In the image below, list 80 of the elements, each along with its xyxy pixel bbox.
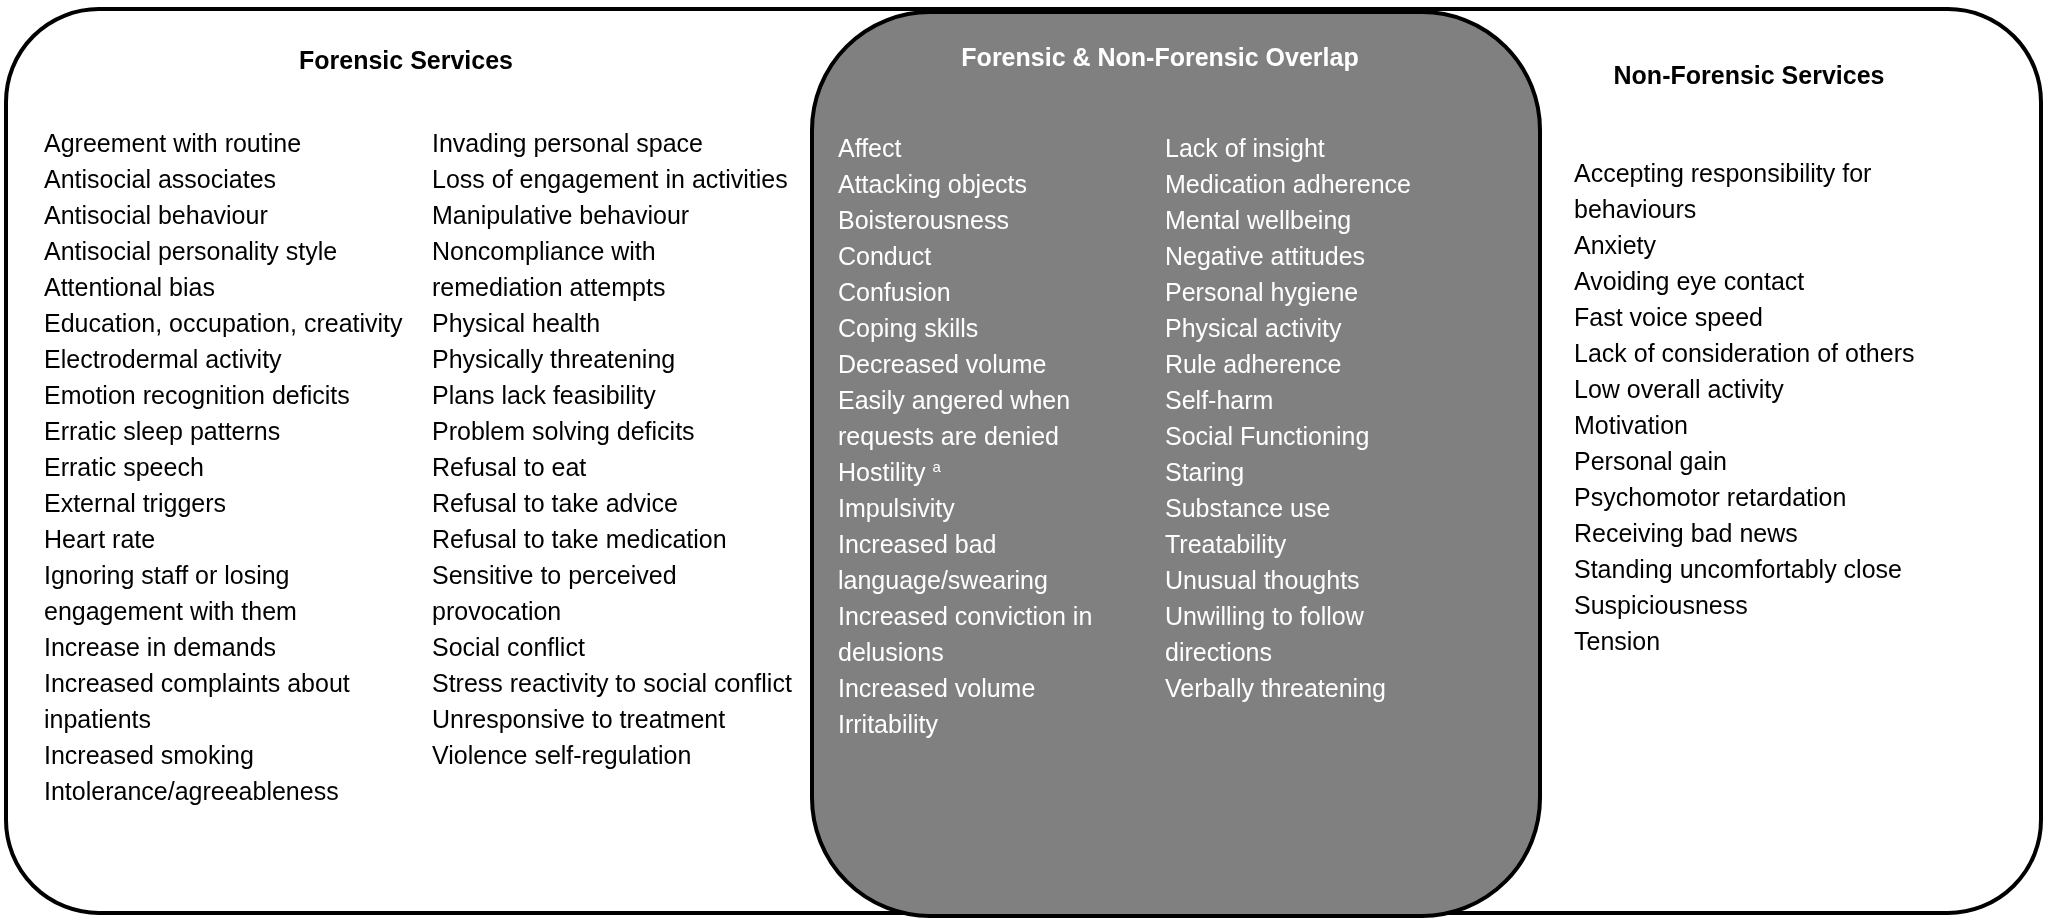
list-item: Problem solving deficits xyxy=(432,416,696,447)
list-item: Agreement with routine xyxy=(44,128,303,159)
list-item: Verbally threatening xyxy=(1165,673,1387,704)
list-item: Hostility $^{a}$ xyxy=(838,456,942,488)
list-item: Mental wellbeing xyxy=(1165,205,1353,236)
list-item: Fast voice speed xyxy=(1574,302,1764,333)
list-item: Increased complaints about inpatients xyxy=(44,668,351,735)
list-item: Increased smoking xyxy=(44,740,255,771)
list-item: Education, occupation, creativity xyxy=(44,308,404,339)
list-item: Medication adherence xyxy=(1165,169,1412,200)
list-item: Staring xyxy=(1165,457,1246,488)
list-item: Violence self-regulation xyxy=(432,740,693,771)
list-item: Erratic speech xyxy=(44,452,205,483)
list-item: Accepting responsibility for behaviours xyxy=(1574,158,1873,225)
list-item: Invading personal space xyxy=(432,128,705,159)
list-item: Easily angered when requests are denied xyxy=(838,385,1072,452)
list-item: Receiving bad news xyxy=(1574,518,1799,549)
list-item: Ignoring staff or losing engagement with them xyxy=(44,560,298,627)
list-item: Anxiety xyxy=(1574,230,1657,261)
list-item: External triggers xyxy=(44,488,228,519)
list-item: Refusal to take medication xyxy=(432,524,728,555)
list-item: Unwilling to follow directions xyxy=(1165,601,1365,668)
list-item: Emotion recognition deficits xyxy=(44,380,351,411)
list-item: Loss of engagement in activities xyxy=(432,164,789,195)
list-item: Physical health xyxy=(432,308,602,339)
list-item: Standing uncomfortably close xyxy=(1574,554,1903,585)
list-item: Rule adherence xyxy=(1165,349,1343,380)
list-item: Coping skills xyxy=(838,313,980,344)
list-item: Refusal to take advice xyxy=(432,488,679,519)
list-item: Conduct xyxy=(838,241,933,272)
list-item: Increase in demands xyxy=(44,632,278,663)
section-heading: Forensic Services xyxy=(299,45,513,76)
list-item: Suspiciousness xyxy=(1574,590,1749,621)
list-item: Lack of insight xyxy=(1165,133,1326,164)
list-item: Noncompliance with remediation attempts xyxy=(432,236,667,303)
list-item: Plans lack feasibility xyxy=(432,380,657,411)
list-item: Decreased volume xyxy=(838,349,1048,380)
list-item: Personal gain xyxy=(1574,446,1728,477)
list-item: Sensitive to perceived provocation xyxy=(432,560,678,627)
list-item: Negative attitudes xyxy=(1165,241,1367,272)
list-item: Intolerance/agreeableness xyxy=(44,776,340,807)
list-item: Psychomotor retardation xyxy=(1574,482,1848,513)
list-item: Unresponsive to treatment xyxy=(432,704,727,735)
list-item: Social Functioning xyxy=(1165,421,1371,452)
list-item: Increased bad language/swearing xyxy=(838,529,1049,596)
list-item: Stress reactivity to social conflict xyxy=(432,668,792,699)
list-item: Motivation xyxy=(1574,410,1689,441)
list-item: Unusual thoughts xyxy=(1165,565,1361,596)
section-heading: Non-Forensic Services xyxy=(1613,60,1885,91)
list-item: Increased volume xyxy=(838,673,1037,704)
list-item: Affect xyxy=(838,133,903,164)
list-item: Lack of consideration of others xyxy=(1574,338,1916,369)
list-item: Self-harm xyxy=(1165,385,1275,416)
list-item: Treatability xyxy=(1165,529,1288,560)
list-item: Refusal to eat xyxy=(432,452,588,483)
list-item: Physically threatening xyxy=(432,344,677,375)
list-item: Antisocial personality style xyxy=(44,236,339,267)
section-heading: Forensic & Non-Forensic Overlap xyxy=(961,42,1359,73)
list-item: Increased conviction in delusions xyxy=(838,601,1094,668)
list-item: Tension xyxy=(1574,626,1662,657)
list-item: Avoiding eye contact xyxy=(1574,266,1806,297)
list-item: Manipulative behaviour xyxy=(432,200,691,231)
list-item: Boisterousness xyxy=(838,205,1010,236)
list-item: Attentional bias xyxy=(44,272,216,303)
list-item: Confusion xyxy=(838,277,952,308)
list-item: Antisocial behaviour xyxy=(44,200,269,231)
list-item: Attacking objects xyxy=(838,169,1028,200)
list-item: Low overall activity xyxy=(1574,374,1785,405)
list-item: Electrodermal activity xyxy=(44,344,283,375)
list-item: Heart rate xyxy=(44,524,157,555)
list-item: Substance use xyxy=(1165,493,1332,524)
list-item: Antisocial associates xyxy=(44,164,278,195)
overlap-panel xyxy=(810,10,1542,918)
list-item: Personal hygiene xyxy=(1165,277,1360,308)
list-item: Irritability xyxy=(838,709,939,740)
list-item: Social conflict xyxy=(432,632,586,663)
list-item: Impulsivity xyxy=(838,493,956,524)
list-item: Erratic sleep patterns xyxy=(44,416,282,447)
rounded-panel xyxy=(4,7,2043,915)
list-item: Physical activity xyxy=(1165,313,1343,344)
